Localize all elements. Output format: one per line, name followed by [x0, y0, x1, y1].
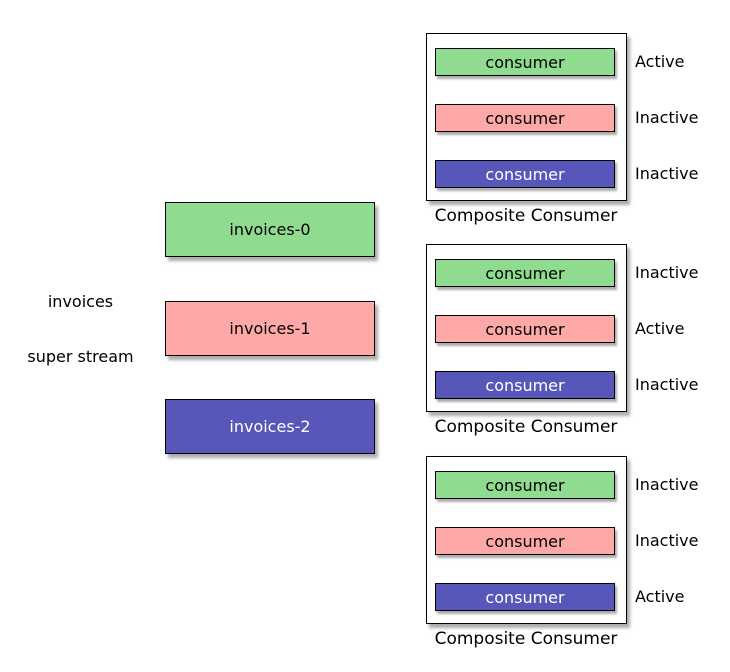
consumer-label: consumer	[485, 531, 565, 551]
consumer-label: consumer	[485, 263, 565, 283]
composite-consumer-label: Composite Consumer	[434, 206, 618, 226]
consumer-box-green: consumer	[435, 259, 615, 287]
consumer-status: Inactive	[635, 375, 699, 394]
consumer-status: Inactive	[635, 475, 699, 494]
partition-label: invoices-1	[229, 319, 311, 338]
composite-consumer-group-2: consumer Inactive consumer Active consum…	[426, 244, 699, 437]
consumer-box-blue: consumer	[435, 583, 615, 611]
consumer-label: consumer	[485, 319, 565, 339]
consumer-box-green: consumer	[435, 48, 615, 76]
composite-consumer-group-3: consumer Inactive consumer Inactive cons…	[426, 456, 699, 649]
consumer-status: Active	[635, 319, 685, 338]
consumer-box-blue: consumer	[435, 371, 615, 399]
stream-name-label: invoices	[47, 292, 114, 311]
consumer-label: consumer	[485, 475, 565, 495]
consumer-box-blue: consumer	[435, 160, 615, 188]
partition-invoices-1: invoices-1	[165, 301, 375, 356]
consumer-status: Active	[635, 52, 685, 71]
consumer-status: Inactive	[635, 108, 699, 127]
consumer-label: consumer	[485, 52, 565, 72]
consumer-box-pink: consumer	[435, 104, 615, 132]
consumer-status: Inactive	[635, 263, 699, 282]
consumer-status: Active	[635, 587, 685, 606]
consumer-label: consumer	[485, 164, 565, 184]
consumer-box-pink: consumer	[435, 527, 615, 555]
composite-consumer-label: Composite Consumer	[434, 629, 618, 649]
composite-consumer-label: Composite Consumer	[434, 417, 618, 437]
consumer-status: Inactive	[635, 164, 699, 183]
partition-label: invoices-0	[229, 220, 311, 239]
partition-invoices-0: invoices-0	[165, 202, 375, 257]
consumer-status: Inactive	[635, 531, 699, 550]
consumer-box-green: consumer	[435, 471, 615, 499]
partition-invoices-2: invoices-2	[165, 399, 375, 454]
stream-type-label: super stream	[27, 347, 134, 366]
consumer-label: consumer	[485, 587, 565, 607]
consumer-label: consumer	[485, 375, 565, 395]
composite-consumer-group-1: consumer Active consumer Inactive consum…	[426, 33, 699, 226]
consumer-box-pink: consumer	[435, 315, 615, 343]
partition-label: invoices-2	[229, 417, 311, 436]
consumer-label: consumer	[485, 108, 565, 128]
